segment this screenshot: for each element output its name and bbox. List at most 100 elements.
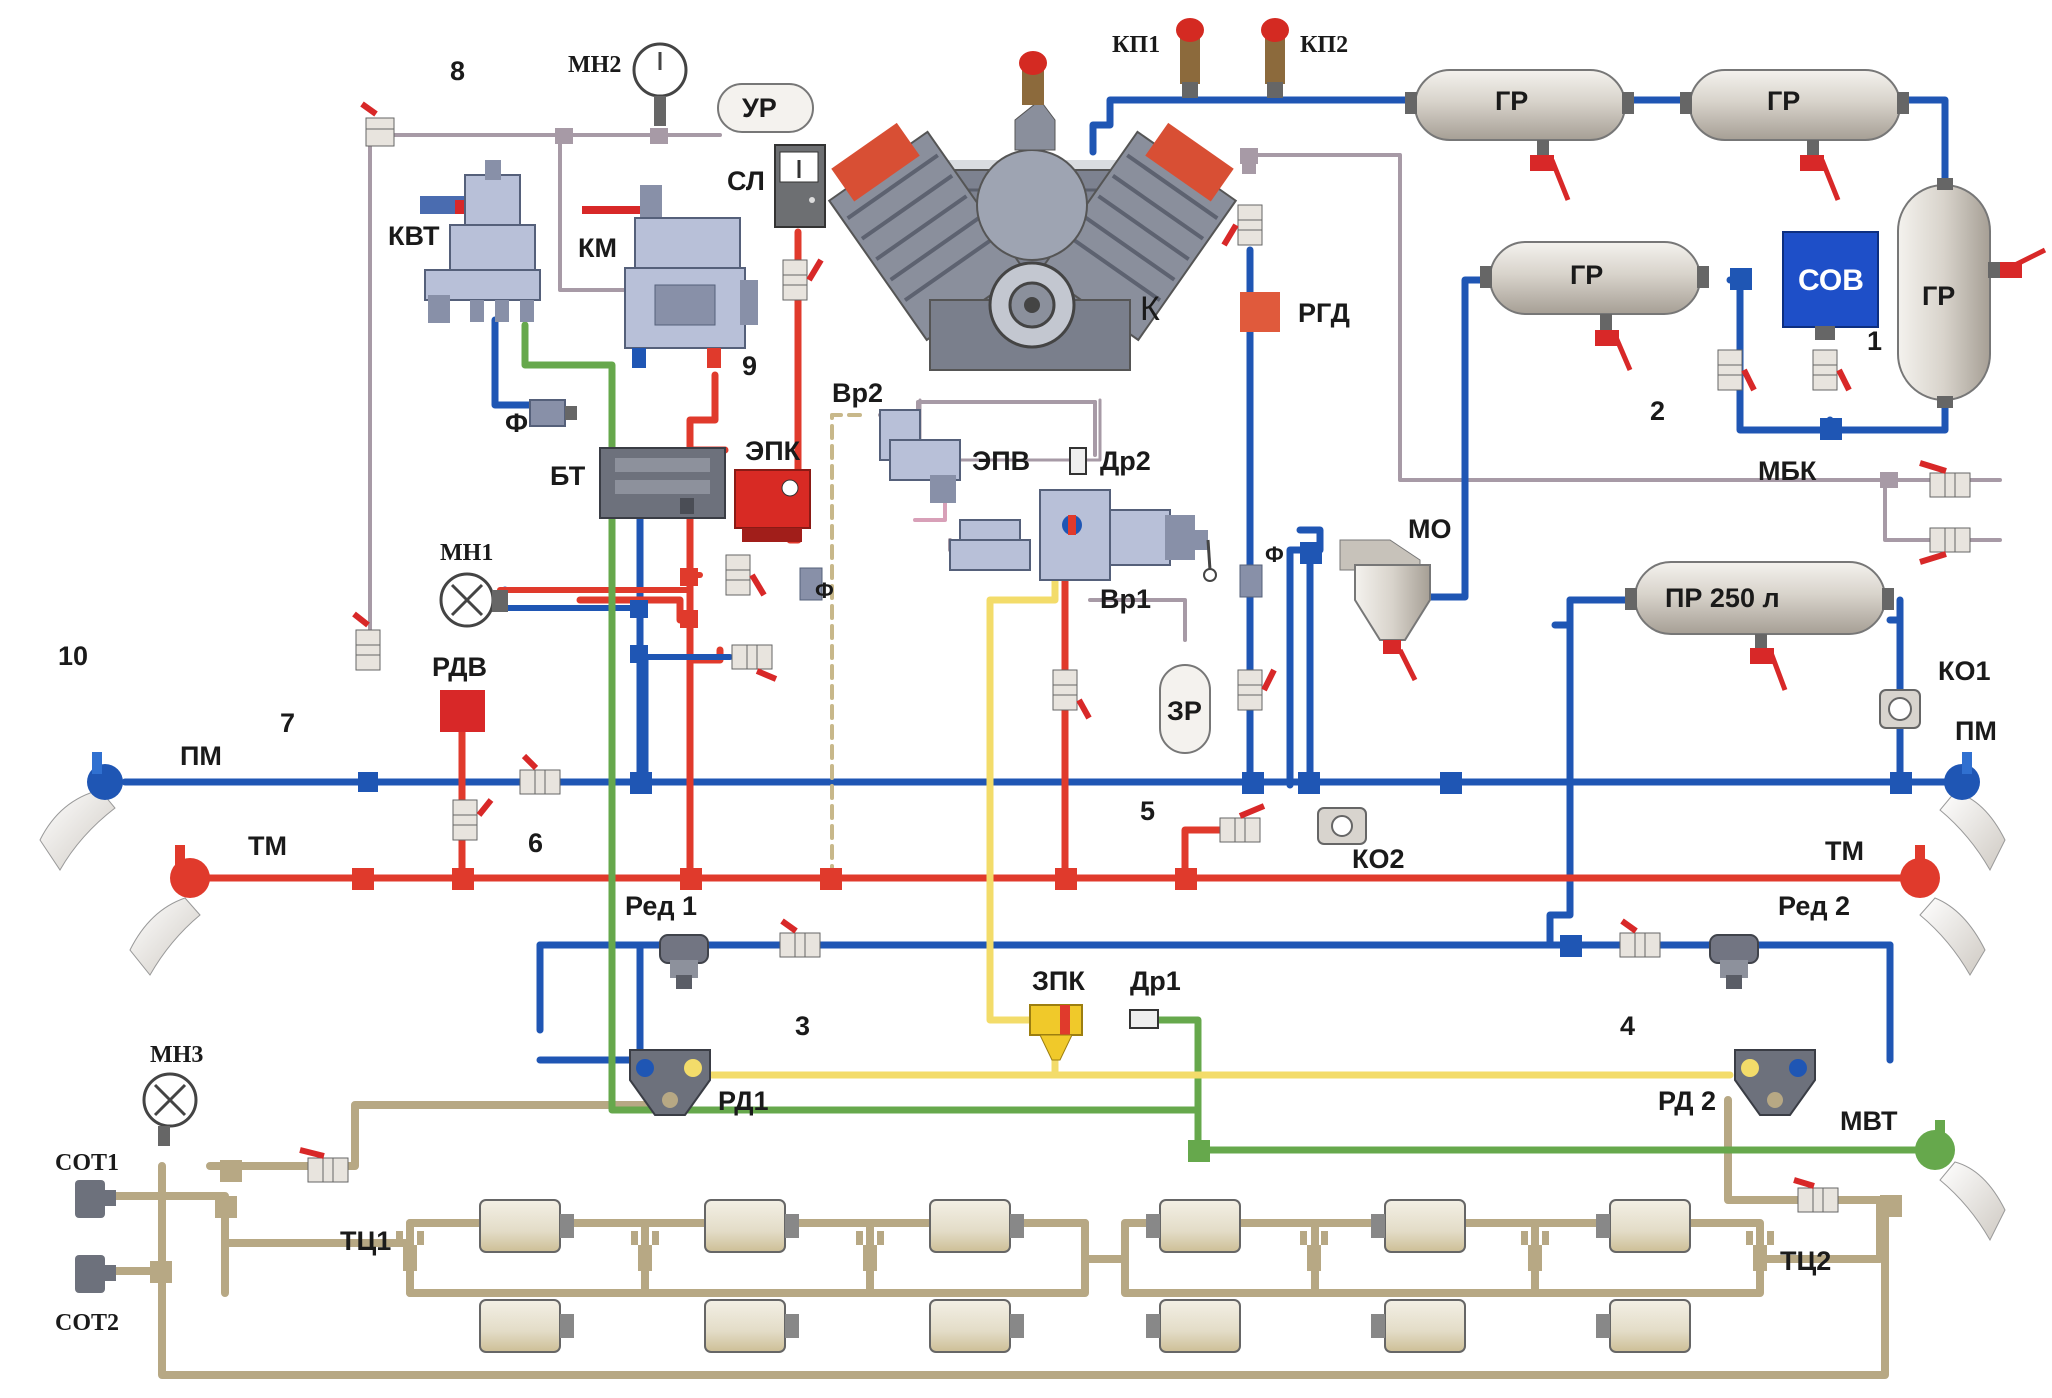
epv-label: ЭПВ	[972, 446, 1030, 476]
inline-filters	[799, 160, 1263, 601]
filter-label: Ф	[505, 408, 528, 438]
ball-valve	[779, 918, 821, 958]
number-4: 4	[1620, 1011, 1635, 1041]
mn1-label: МН1	[440, 540, 493, 566]
end-cock-pm-left	[39, 752, 123, 871]
brake-cylinder	[704, 1199, 799, 1253]
main-reservoir-3-label: ГР	[1570, 260, 1603, 290]
tm-left-label: ТМ	[248, 831, 287, 861]
ball-valve	[1919, 460, 1971, 498]
safety-valve-kp1	[1176, 18, 1204, 98]
check-valve-ko1	[1879, 689, 1921, 729]
mbk-label: МБК	[1758, 456, 1817, 486]
spare-reservoir-zr	[1159, 664, 1211, 754]
pipe-fittings	[150, 128, 1912, 1283]
sand-valve-sot2	[75, 1255, 116, 1293]
kp1-label: КП1	[1112, 32, 1160, 58]
ball-valve-8	[360, 101, 395, 147]
ball-valve	[1919, 527, 1971, 565]
rdv-label: РДВ	[432, 652, 487, 682]
pr250-label: ПР 250 л	[1665, 583, 1780, 613]
mo-label: МО	[1408, 514, 1452, 544]
tc1-label: ТЦ1	[340, 1226, 391, 1256]
main-reservoir-1-label: ГР	[1495, 86, 1528, 116]
cylinder-cross-fittings	[396, 1231, 1774, 1271]
ball-valve	[725, 554, 767, 597]
brake-cylinder	[1371, 1299, 1466, 1353]
number-5: 5	[1140, 796, 1155, 826]
number-3: 3	[795, 1011, 810, 1041]
check-valve-ko2	[1317, 807, 1367, 845]
mn2-label: МН2	[568, 52, 621, 78]
gray-pipes	[368, 130, 2002, 662]
auto-brake-valve-epk	[734, 469, 811, 542]
filter-label-2: Ф	[1265, 542, 1284, 567]
red1-label: Ред 1	[625, 891, 697, 921]
kp2-label: КП2	[1300, 32, 1348, 58]
ball-valve	[1812, 349, 1852, 392]
ball-valves	[299, 101, 1971, 1213]
reducer-red2	[1709, 934, 1759, 989]
sand-valve-sot1	[75, 1180, 116, 1218]
ball-valve	[1237, 668, 1277, 711]
safety-valve-kp2	[1261, 18, 1289, 98]
switching-valve-zpk	[1029, 1004, 1083, 1061]
end-cock-tm-left	[129, 845, 210, 976]
main-reservoir-2	[1680, 69, 1909, 201]
brake-block-bt	[599, 447, 726, 519]
kvt-label: КВТ	[388, 221, 440, 251]
end-cock-pm-right	[1939, 752, 2006, 872]
number-2: 2	[1650, 396, 1665, 426]
brake-cylinder	[1146, 1299, 1241, 1353]
pm-left-label: ПМ	[180, 741, 222, 771]
pressure-gauge-mn2	[632, 42, 688, 126]
ball-valve	[299, 1147, 349, 1183]
zr-label: ЗР	[1167, 696, 1202, 726]
tm-right-label: ТМ	[1825, 836, 1864, 866]
km-label: КМ	[578, 233, 617, 263]
ball-valve	[1219, 803, 1266, 843]
brake-cylinder	[1596, 1199, 1691, 1253]
dr1-label: Др1	[1130, 966, 1181, 996]
number-1: 1	[1867, 326, 1882, 356]
sot1-label: СОТ1	[55, 1150, 119, 1176]
epk-label: ЭПК	[745, 436, 801, 466]
ball-valve	[1221, 204, 1263, 247]
air-distributor-vr1	[949, 489, 1217, 582]
main-reservoir-vertical	[1897, 178, 2047, 408]
compressor-label: К	[1140, 290, 1160, 328]
vr2-exhaust-line	[830, 413, 862, 880]
ur-label: УР	[742, 93, 777, 123]
ball-valve	[452, 798, 494, 841]
ko2-label: КО2	[1352, 844, 1405, 874]
dr2-label: Др2	[1100, 446, 1151, 476]
sl-label: СЛ	[727, 166, 765, 196]
tc2-label: ТЦ2	[1780, 1246, 1831, 1276]
ball-valve	[1052, 669, 1092, 720]
brake-cylinders	[479, 1199, 1691, 1353]
pressure-switch-rdv	[440, 690, 485, 732]
main-reservoir-3	[1480, 241, 1709, 371]
number-9: 9	[742, 351, 757, 381]
locomotive-brake-valve-kvt	[420, 160, 541, 323]
number-10: 10	[58, 641, 88, 671]
main-reservoir-vertical-label: ГР	[1922, 281, 1955, 311]
brake-cylinder	[704, 1299, 799, 1353]
brake-cylinder	[1371, 1199, 1466, 1253]
rgd-label: РГД	[1298, 298, 1350, 328]
oil-separator-mo	[1339, 539, 1431, 682]
brake-cylinder	[1146, 1199, 1241, 1253]
end-cock-mvt	[1915, 1120, 2006, 1242]
moisture-separator-sov	[1782, 231, 1879, 340]
ball-valve	[1717, 349, 1757, 392]
yellow-pipes	[656, 566, 1734, 1079]
rd1-label: РД1	[718, 1086, 769, 1116]
filter-f	[529, 399, 577, 427]
ball-valve	[1619, 918, 1661, 958]
choke-dr2	[1069, 447, 1087, 475]
reducer-red1	[659, 934, 709, 989]
brake-cylinder	[1596, 1299, 1691, 1353]
pressure-relay-rd1	[629, 1049, 711, 1116]
brake-cylinder	[929, 1299, 1024, 1353]
pressure-regulator-rgd	[1240, 292, 1280, 332]
